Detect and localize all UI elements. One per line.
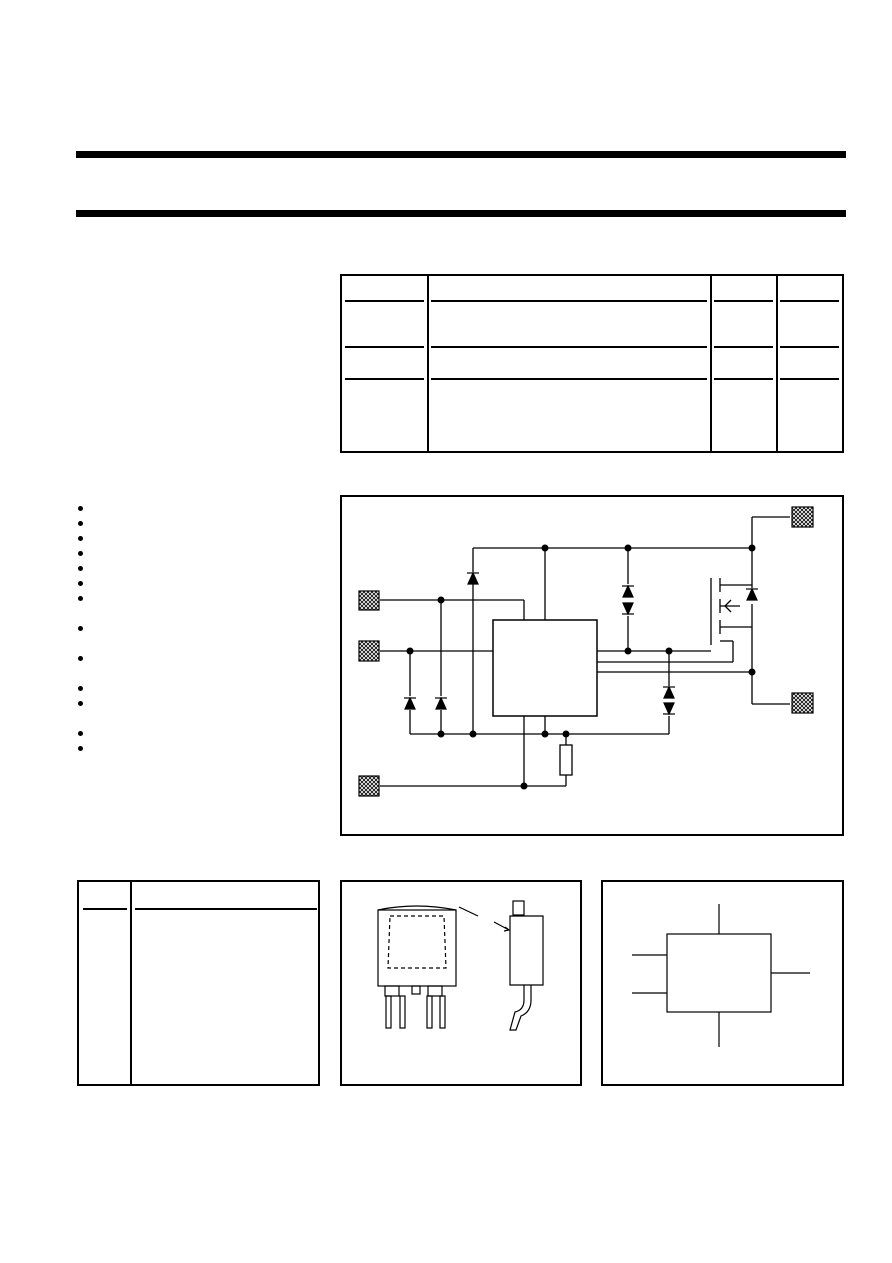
table-col-divider-3 (776, 276, 778, 451)
feature-bullet (78, 746, 83, 751)
table-row-rule (780, 346, 839, 348)
table-header-rule (714, 300, 773, 302)
pinning-header-rule (83, 908, 127, 910)
feature-bullet (78, 536, 83, 541)
pinning-table (77, 880, 320, 1086)
feature-bullet (78, 521, 83, 526)
diode (663, 685, 675, 699)
feature-bullet (78, 656, 83, 661)
symbol-panel (601, 880, 844, 1086)
junction-dots (406, 544, 756, 790)
quick-reference-table (340, 274, 844, 453)
feature-bullet (78, 686, 83, 691)
table-header-rule (780, 300, 839, 302)
feature-bullet (78, 731, 83, 736)
zener-diode (467, 571, 479, 585)
package-outline-panel (340, 880, 582, 1086)
pinning-col-divider (130, 882, 132, 1084)
zener-diode (622, 584, 634, 598)
terminal-pads (358, 506, 814, 797)
table-row-rule (431, 378, 707, 380)
table-row-rule (345, 378, 424, 380)
feature-bullet (78, 596, 83, 601)
feature-bullet (78, 566, 83, 571)
zener-diode (663, 702, 675, 716)
functional-block-diagram (340, 495, 844, 836)
body-diode (746, 587, 758, 601)
block-diagram-schematic (380, 516, 790, 787)
table-header-rule (431, 300, 707, 302)
table-row-rule (345, 346, 424, 348)
feature-bullet (78, 551, 83, 556)
diode (622, 602, 634, 616)
table-row-rule (714, 378, 773, 380)
zener-diode (435, 696, 447, 710)
table-col-divider-1 (427, 276, 429, 451)
table-row-rule (714, 346, 773, 348)
header-rule-top (76, 151, 846, 158)
pinning-header-rule (135, 908, 317, 910)
feature-bullet (78, 701, 83, 706)
feature-bullet (78, 626, 83, 631)
table-row-rule (780, 378, 839, 380)
feature-bullet (78, 506, 83, 511)
feature-bullet (78, 581, 83, 586)
zener-diode (404, 696, 416, 710)
table-col-divider-2 (710, 276, 712, 451)
header-rule-bottom (76, 210, 846, 217)
table-row-rule (431, 346, 707, 348)
table-header-rule (345, 300, 424, 302)
